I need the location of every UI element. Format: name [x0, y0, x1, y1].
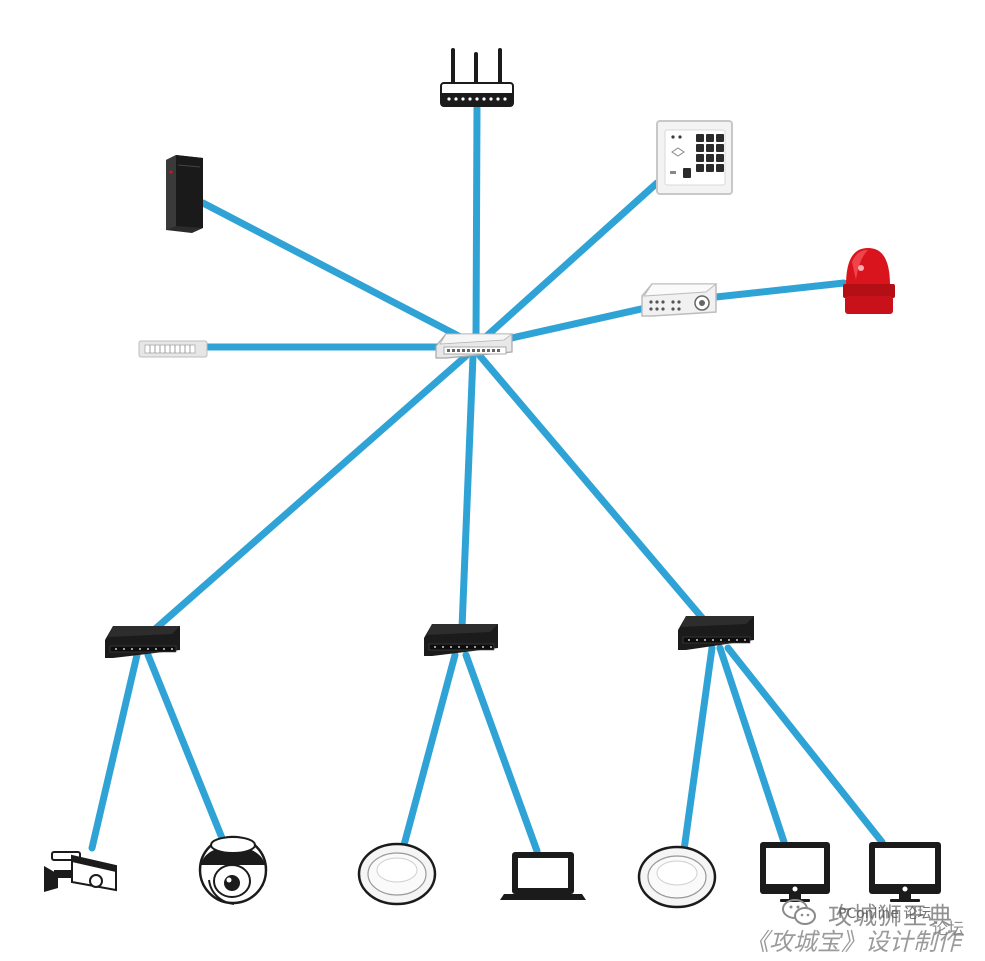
watermark-title: 攻城狮王典 [828, 902, 953, 930]
links [88, 104, 886, 855]
link-core-keypad [476, 179, 661, 346]
link-edge-left-dome-camera [144, 651, 226, 842]
link-edge-left-bullet-camera [88, 651, 141, 852]
edge-switch-middle-icon [424, 624, 498, 656]
dome-camera-icon [198, 835, 268, 905]
ceiling-ap-icon [637, 845, 717, 909]
bullet-camera-icon [44, 851, 117, 892]
laptop-icon [500, 852, 586, 900]
alarm-controller-icon [641, 283, 718, 317]
ceiling-ap-icon [357, 842, 437, 906]
desktop-monitor-icon [869, 842, 941, 902]
alarm-beacon-icon [843, 248, 895, 314]
edge-switch-left-icon [105, 626, 180, 658]
watermark-subtitle: 《攻城宝》设计制作 [745, 928, 961, 956]
wechat-logo-icon [782, 899, 816, 925]
link-edge-right-ceiling-ap [680, 644, 716, 854]
link-core-server [199, 199, 474, 346]
core-switch-icon [435, 333, 514, 359]
server-tower-icon [166, 155, 203, 233]
edge-switch-right-icon [678, 616, 754, 650]
access-control-keypad-icon [656, 120, 733, 195]
link-edge-right-monitor-1 [716, 644, 788, 846]
link-core-edge-middle [458, 352, 477, 632]
link-core-edge-left [150, 352, 470, 634]
link-core-router [472, 104, 481, 344]
link-edge-middle-laptop [462, 651, 541, 855]
rack-switch-icon [138, 340, 208, 358]
watermark-overlay-text-2: 论坛 [932, 919, 965, 938]
link-alarm-controller-beacon [712, 279, 848, 301]
link-edge-right-monitor-2 [724, 644, 886, 846]
watermark-overlay-text: PConline 论坛 [838, 906, 932, 922]
link-edge-middle-ceiling-ap [400, 651, 459, 849]
desktop-monitor-icon [760, 842, 830, 902]
wireless-router-icon [440, 48, 514, 107]
link-core-edge-right [476, 352, 708, 624]
